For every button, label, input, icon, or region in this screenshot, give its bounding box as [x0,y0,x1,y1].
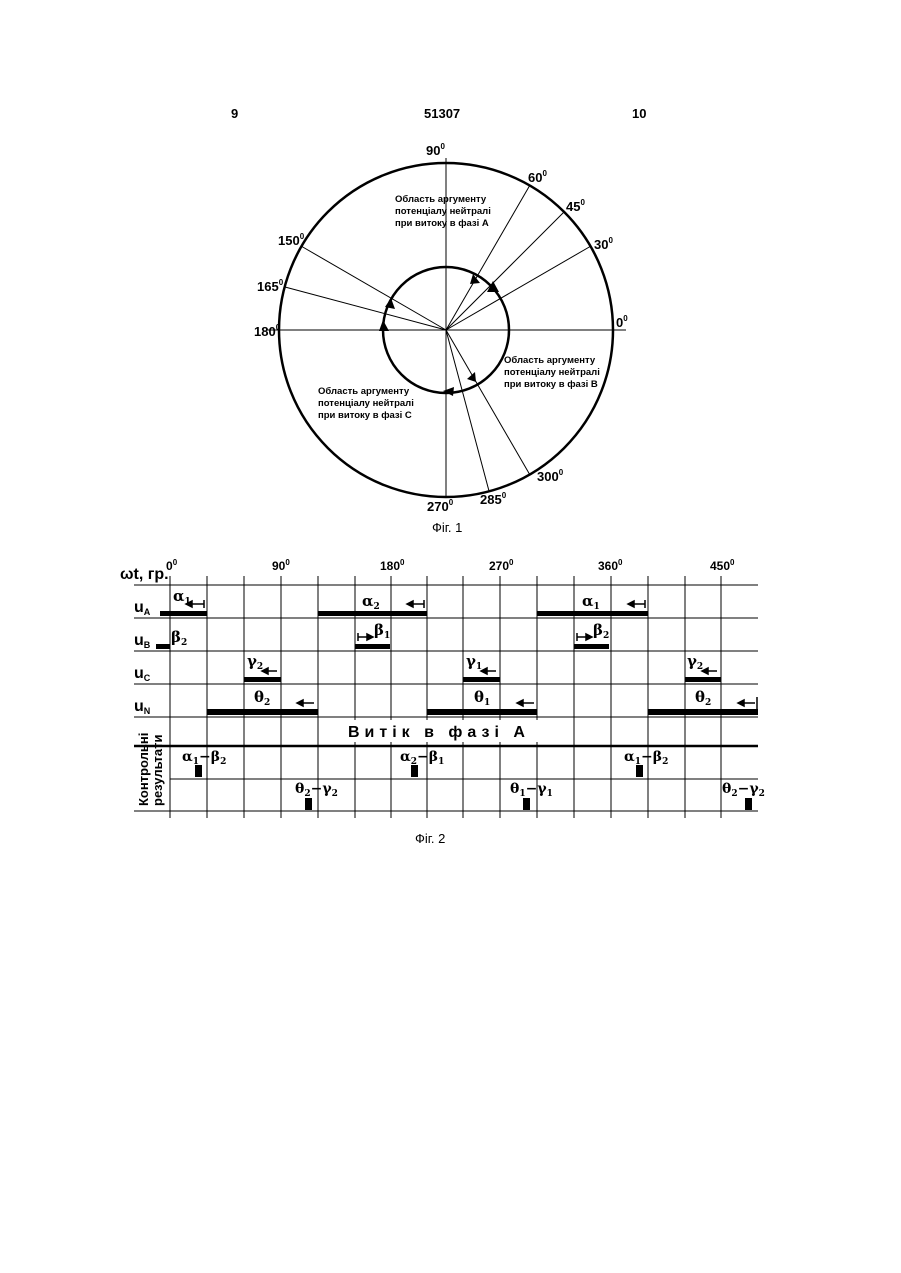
angle-label-90: 900 [426,142,445,158]
tick-label-180: 1800 [380,558,405,573]
angle-label-30: 300 [594,236,613,252]
result-label-r6: θ2−γ2 [722,781,765,799]
arrowhead [297,700,303,706]
ray-150 [301,246,446,330]
ray-300 [446,330,530,475]
tick-label-360: 3600 [598,558,623,573]
angle-label-285: 2850 [480,491,507,507]
symbol-beta1: β1 [374,621,390,641]
uc-pulse-gamma1 [463,677,500,682]
symbol-alpha1-a: α1 [173,587,191,607]
un-pulse-theta1 [427,709,537,715]
results-label-line-2: результати [150,735,165,806]
result-markers [195,765,752,810]
angle-label-45: 450 [566,198,585,214]
angle-label-165: 1650 [257,278,284,294]
symbol-theta2-b: θ2 [695,688,711,708]
leak-phase-banner: Витік в фазі А [348,724,530,741]
region-c-line-2: потенціалу нейтралі [318,398,414,409]
uc-pulse-gamma2-b [685,677,721,682]
un-pulse-theta2-b [648,709,758,715]
tick-label-90: 900 [272,558,290,573]
symbol-gamma1: γ1 [466,652,482,672]
result-label-r3: α2−β1 [400,749,444,767]
result-label-r4: θ1−γ1 [510,781,553,799]
angle-label-300: 3000 [537,468,564,484]
result-label-r2: θ2−γ2 [295,781,338,799]
angle-label-180: 1800 [254,323,281,339]
ray-165 [285,287,446,330]
region-a-line-2: потенціалу нейтралі [395,206,491,217]
marker-r6 [745,798,752,810]
ray-285 [446,330,489,491]
figure-2-caption: Фіг. 2 [415,831,445,846]
arrowhead [738,700,744,706]
region-b-line-1: Область аргументу [504,355,596,366]
figure-1-caption: Фіг. 1 [432,520,462,535]
row-label-ua: uA [134,599,151,617]
horizontal-grid [134,585,758,811]
symbol-theta2-a: θ2 [254,688,270,708]
region-b-line-3: при витоку в фазі В [504,379,598,390]
row-label-un: uN [134,698,150,716]
region-a-line-1: Область аргументу [395,194,487,205]
arrowhead [517,700,523,706]
arrowhead [628,601,634,607]
region-a-line-3: при витоку в фазі А [395,218,489,229]
result-label-r5: α1−β2 [624,749,668,767]
figure-2-timing-diagram: ωt, гр. 00 900 1800 2700 3600 4500 uA uB… [120,558,765,846]
figure-1-polar-diagram: 900 600 450 300 00 1500 1650 1800 2700 2… [254,142,628,535]
row-label-uc: uC [134,665,151,683]
ua-pulse-alpha2 [318,611,427,616]
symbol-gamma2-a: γ2 [247,652,263,672]
region-b-line-2: потенціалу нейтралі [504,367,600,378]
marker-r4 [523,798,530,810]
result-label-r1: α1−β2 [182,749,226,767]
arrowhead [367,634,373,640]
ray-30 [446,246,591,330]
arrowhead [407,601,413,607]
uc-pulse-gamma2-a [244,677,281,682]
omega-t-axis-label: ωt, гр. [120,566,169,583]
tick-label-270: 2700 [489,558,514,573]
angle-label-60: 600 [528,169,547,185]
ray-45 [446,212,564,330]
marker-r2 [305,798,312,810]
ub-pulse-beta2-b [574,644,609,649]
angle-label-0: 00 [616,314,628,330]
arrowhead [586,634,592,640]
results-label-line-1: Контрольні [136,733,151,806]
symbol-theta1: θ1 [474,688,490,708]
ua-pulse-alpha1-a [160,611,207,616]
tick-label-450: 4500 [710,558,735,573]
region-c-line-3: при витоку в фазі С [318,410,412,421]
arc-arrow-c-bottom [443,387,454,396]
ua-pulse-alpha1-b [537,611,648,616]
angle-label-270: 2700 [427,498,454,514]
region-c-line-1: Область аргументу [318,386,410,397]
symbol-beta2-a: β2 [171,628,187,648]
un-pulse-theta2-a [207,709,318,715]
symbol-alpha2: α2 [362,592,380,612]
row-label-ub: uB [134,632,151,650]
symbol-beta2-b: β2 [593,621,609,641]
tick-label-0: 00 [166,558,178,573]
ub-pulse-beta1 [355,644,390,649]
ub-pulse-beta2-a [156,644,170,649]
symbol-alpha1-b: α1 [582,592,600,612]
symbol-gamma2-b: γ2 [687,652,703,672]
